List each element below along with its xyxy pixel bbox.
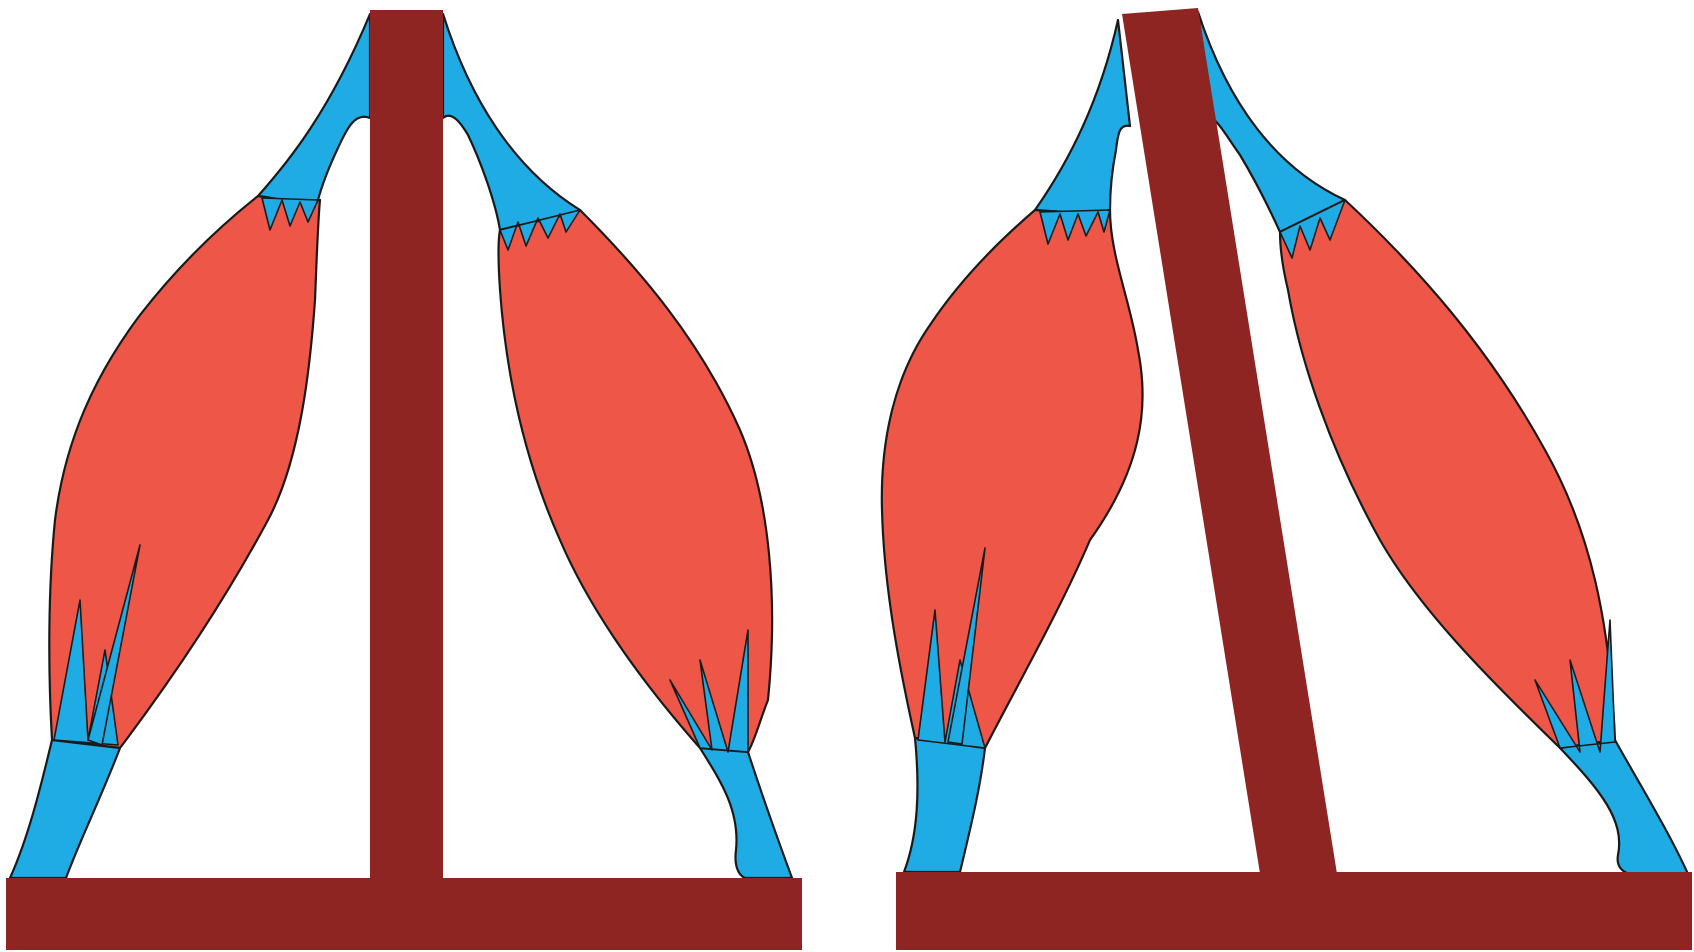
tendon-upper bbox=[1035, 20, 1130, 212]
bone-base bbox=[6, 878, 802, 950]
tendon-lower bbox=[1560, 740, 1688, 874]
muscle-belly bbox=[499, 210, 773, 752]
tendon-upper bbox=[443, 14, 580, 230]
tendon-lower bbox=[700, 748, 792, 878]
tendon-lower bbox=[10, 740, 120, 878]
muscle-belly bbox=[49, 196, 320, 748]
muscle-left-tilted bbox=[882, 20, 1143, 872]
muscle-right-balanced bbox=[443, 14, 792, 878]
bone-vertical bbox=[370, 10, 443, 890]
tendon-upper bbox=[258, 14, 370, 202]
bone-base bbox=[896, 872, 1692, 950]
panel-balanced bbox=[6, 10, 802, 950]
muscle-left-balanced bbox=[10, 14, 370, 878]
muscle-belly bbox=[1280, 200, 1615, 748]
panel-tilted bbox=[882, 8, 1692, 950]
tendon-lower bbox=[904, 738, 985, 872]
muscle-belly bbox=[882, 210, 1143, 748]
